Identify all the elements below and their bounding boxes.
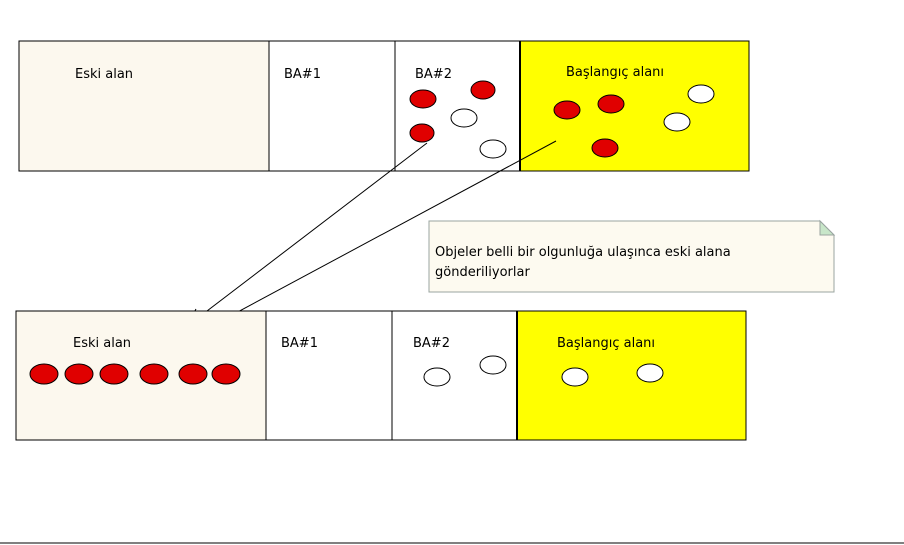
top-row: Eski alan BA#1 BA#2 Başlangıç alanı	[18, 40, 750, 172]
note-callout: Objeler belli bir olgunluğa ulaşınca esk…	[428, 219, 836, 293]
bottom-ba1-label: BA#1	[281, 336, 318, 351]
bottom-start-area-label: Başlangıç alanı	[557, 336, 655, 351]
bottom-ba1-area	[265, 310, 393, 441]
object-new	[450, 108, 478, 128]
note-box	[428, 220, 835, 293]
object-new	[423, 367, 451, 387]
object-new	[561, 367, 589, 387]
object-mature	[409, 123, 435, 143]
top-ba1-area	[268, 40, 396, 172]
object-mature	[409, 89, 437, 109]
object-new	[687, 84, 715, 104]
object-new	[663, 112, 691, 132]
note-text-line2: gönderiliyorlar	[435, 265, 530, 280]
object-mature	[99, 363, 129, 385]
arrow-from-start-area	[192, 140, 557, 337]
object-mature	[29, 363, 59, 385]
bottom-row: Eski alan BA#1 BA#2 Başlangıç alanı	[15, 310, 747, 441]
note-text-line1: Objeler belli bir olgunluğa ulaşınca esk…	[435, 245, 731, 260]
note-fold-corner	[819, 219, 836, 236]
arrow-from-ba2	[185, 142, 428, 328]
object-new	[479, 355, 507, 375]
object-mature	[139, 363, 169, 385]
top-old-area-label: Eski alan	[75, 67, 133, 82]
object-new	[479, 139, 507, 159]
object-mature	[470, 80, 496, 100]
object-new	[636, 363, 664, 383]
top-start-area	[519, 40, 750, 172]
top-start-area-label: Başlangıç alanı	[566, 65, 664, 80]
top-ba1-label: BA#1	[284, 67, 321, 82]
object-mature	[597, 94, 625, 114]
object-mature	[211, 363, 241, 385]
object-mature	[553, 100, 581, 120]
object-mature	[64, 363, 94, 385]
bottom-start-area	[516, 310, 747, 441]
object-mature	[591, 138, 619, 158]
object-mature	[178, 363, 208, 385]
top-old-area	[18, 40, 270, 172]
bottom-ba2-area	[391, 310, 518, 441]
top-ba2-label: BA#2	[415, 67, 452, 82]
bottom-old-area-label: Eski alan	[73, 336, 131, 351]
bottom-ba2-label: BA#2	[413, 336, 450, 351]
